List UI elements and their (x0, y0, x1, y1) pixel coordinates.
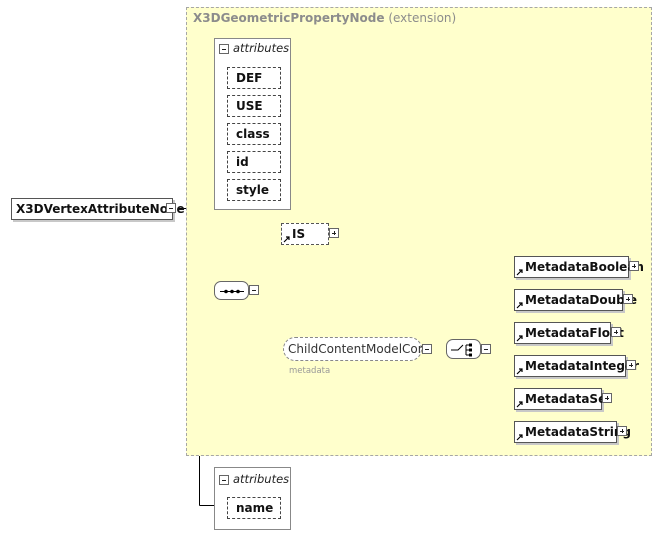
metadata-integer-element[interactable]: MetadataInteger (514, 355, 639, 377)
extension-title: X3DGeometricPropertyNode (extension) (193, 11, 456, 25)
metadata-float-element[interactable]: MetadataFloat (514, 322, 624, 344)
element-label: MetadataBoolean (525, 260, 644, 274)
plus-expander-icon[interactable] (626, 360, 636, 370)
sequence-compositor-icon (220, 289, 244, 294)
reference-arrow-icon (516, 269, 523, 276)
is-element-label: IS (292, 227, 306, 241)
reference-arrow-icon (283, 236, 290, 243)
metadata-double-element[interactable]: MetadataDouble (514, 289, 637, 311)
child-content-model-core-group[interactable]: ChildContentModelCore (283, 337, 430, 361)
reference-arrow-icon (516, 401, 523, 408)
root-element[interactable]: X3DVertexAttributeNode (11, 198, 185, 220)
extension-name: X3DGeometricPropertyNode (193, 11, 385, 25)
attribute-class[interactable]: class (227, 123, 281, 145)
choice-compositor-icon (451, 343, 472, 357)
element-label: MetadataInteger (525, 359, 639, 373)
element-label: MetadataSet (525, 392, 612, 406)
sequence-compositor[interactable] (214, 281, 249, 300)
metadata-string-element[interactable]: MetadataString (514, 421, 631, 443)
group-caption: metadata (289, 366, 331, 376)
own-attributes-header: attributes (233, 472, 290, 486)
reference-arrow-icon (516, 335, 523, 342)
choice-compositor[interactable] (446, 339, 481, 359)
attribute-id[interactable]: id (227, 151, 281, 173)
is-element[interactable]: IS (281, 223, 329, 245)
plus-expander-icon[interactable] (329, 228, 339, 238)
attribute-style[interactable]: style (227, 179, 281, 201)
group-label: ChildContentModelCore (288, 342, 430, 356)
reference-arrow-icon (516, 368, 523, 375)
reference-arrow-icon (516, 302, 523, 309)
plus-expander-icon[interactable] (617, 426, 627, 436)
minus-expander-icon[interactable] (166, 203, 176, 213)
element-label: MetadataFloat (525, 326, 624, 340)
metadata-set-element[interactable]: MetadataSet (514, 388, 612, 410)
plus-expander-icon[interactable] (611, 327, 621, 337)
minus-expander-icon[interactable] (422, 344, 432, 354)
attribute-name[interactable]: name (227, 497, 281, 519)
plus-expander-icon[interactable] (623, 294, 633, 304)
element-label: MetadataString (525, 425, 631, 439)
metadata-boolean-element[interactable]: MetadataBoolean (514, 256, 644, 278)
ext-attributes-header: attributes (233, 41, 290, 55)
reference-arrow-icon (516, 434, 523, 441)
attribute-def[interactable]: DEF (227, 67, 281, 89)
minus-expander-icon[interactable] (481, 344, 491, 354)
root-element-label: X3DVertexAttributeNode (16, 202, 185, 216)
attribute-use[interactable]: USE (227, 95, 281, 117)
plus-expander-icon[interactable] (602, 393, 612, 403)
element-label: MetadataDouble (525, 293, 638, 307)
extension-suffix: (extension) (388, 11, 457, 25)
minus-expander-icon[interactable] (219, 44, 229, 54)
plus-expander-icon[interactable] (629, 261, 639, 271)
minus-expander-icon[interactable] (249, 285, 259, 295)
minus-expander-icon[interactable] (219, 475, 229, 485)
